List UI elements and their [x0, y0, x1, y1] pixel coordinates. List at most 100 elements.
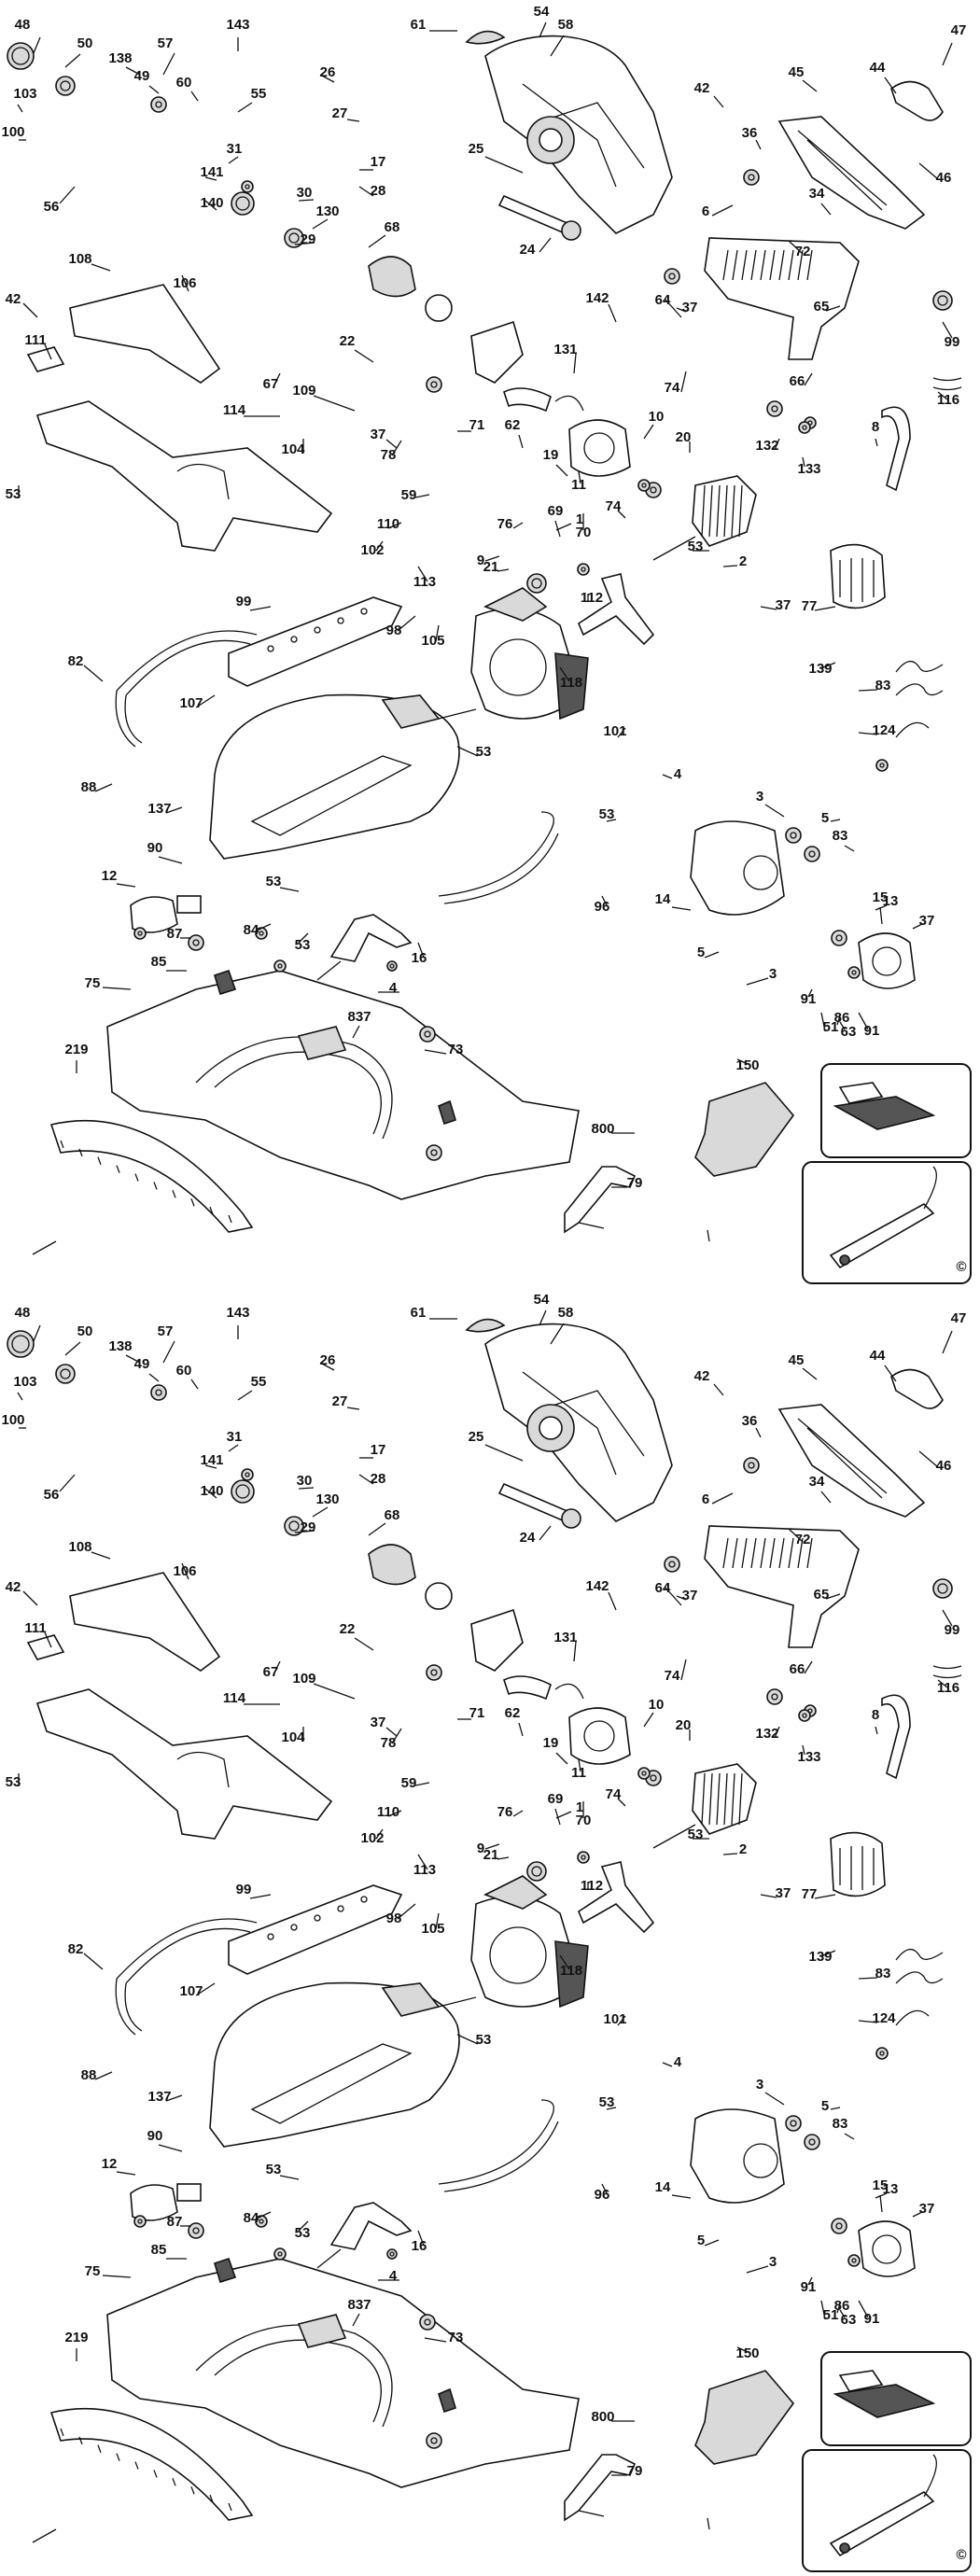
part-number-label: 837: [347, 1009, 371, 1025]
part-number-label: 78: [381, 447, 397, 463]
part-number-label: 31: [227, 141, 243, 157]
lock-lever-part: [578, 1861, 655, 1934]
part-number-label: 108: [68, 1539, 91, 1555]
part-number-label: 30: [297, 185, 313, 201]
part-number-label: 82: [68, 653, 84, 669]
part-number-label: 37: [919, 913, 935, 929]
part-number-label: 124: [872, 2010, 896, 2026]
part-number-label: 100: [1, 124, 24, 140]
bevel-scale-part: [49, 1119, 254, 1233]
part-number-label: 109: [292, 383, 315, 399]
part-number-label: 56: [44, 1487, 60, 1503]
part-number-label: 90: [147, 2128, 163, 2144]
part-number-label: 100: [1, 1412, 24, 1428]
part-number-label: 67: [263, 376, 279, 392]
kerf-plate-part: [228, 596, 403, 687]
part-number-label: 14: [655, 891, 671, 907]
guard-flap-part: [465, 30, 506, 45]
part-number-label: 29: [301, 1519, 316, 1535]
part-number-label: 19: [543, 447, 559, 463]
lock-lever-part: [578, 573, 655, 646]
part-number-label: 138: [108, 1338, 132, 1354]
brush-holder-part: [568, 419, 631, 477]
part-number-label: 45: [789, 1352, 805, 1368]
part-number-label: 98: [386, 1911, 402, 1926]
part-number-label: 137: [147, 2089, 171, 2105]
copyright-mark: ©: [956, 2547, 966, 2563]
part-number-label: 13: [883, 2181, 899, 2197]
part-number-label: 11: [571, 477, 586, 493]
part-number-label: 42: [6, 1579, 21, 1595]
part-number-label: 42: [6, 291, 21, 307]
part-number-label: 105: [421, 633, 444, 649]
part-number-label: 68: [385, 219, 400, 235]
part-number-label: 49: [134, 68, 150, 84]
part-number-label: 51: [823, 1019, 839, 1035]
part-number-label: 2: [739, 1841, 747, 1857]
part-number-label: 86: [834, 1010, 850, 1026]
dust-bag-part: [694, 1082, 795, 1177]
part-number-label: 85: [151, 2242, 167, 2258]
part-number-label: 15: [873, 889, 889, 905]
part-number-label: 24: [520, 1530, 536, 1546]
part-number-label: 143: [226, 17, 249, 33]
part-number-label: 49: [134, 1356, 150, 1372]
part-number-label: 22: [340, 333, 356, 349]
part-number-label: 103: [13, 1374, 36, 1390]
part-number-label: 96: [595, 2187, 610, 2203]
part-number-label: 113: [413, 1862, 436, 1878]
part-number-label: 3: [756, 2077, 763, 2093]
part-number-label: 36: [742, 1413, 758, 1429]
handle-grip-part: [890, 80, 944, 121]
part-number-label: 101: [603, 723, 626, 739]
part-number-label: 150: [735, 1057, 759, 1073]
part-number-label: 29: [301, 231, 316, 247]
part-number-label: 53: [295, 937, 311, 953]
part-number-label: 74: [606, 498, 622, 514]
part-number-label: 34: [809, 1474, 825, 1490]
field-coil-part: [830, 1831, 886, 1897]
part-number-label: 62: [505, 1705, 521, 1721]
part-number-label: 106: [173, 1563, 196, 1579]
part-number-label: 73: [448, 2330, 464, 2345]
part-number-label: 83: [833, 828, 848, 844]
motor-housing-part: [704, 237, 860, 360]
part-number-label: 130: [315, 203, 339, 219]
part-number-label: 71: [469, 417, 485, 433]
dust-chute-part: [470, 320, 524, 384]
accessory-box-800: [802, 2449, 972, 2572]
part-number-label: 110: [377, 516, 399, 532]
fence-part: [69, 1572, 221, 1672]
wrench-part: [564, 2454, 637, 2522]
part-number-label: 37: [776, 1885, 791, 1901]
part-number-label: 47: [951, 22, 967, 38]
part-number-label: 37: [682, 300, 698, 315]
part-number-label: 61: [411, 17, 427, 33]
part-number-label: 42: [694, 1368, 710, 1384]
part-number-label: 34: [809, 186, 825, 202]
part-number-label: 837: [347, 2297, 371, 2313]
part-number-label: 12: [102, 868, 118, 884]
part-number-label: 75: [85, 975, 101, 991]
gear-case-part: [690, 2108, 785, 2204]
part-number-label: 44: [870, 60, 886, 76]
part-number-label: 63: [841, 2312, 857, 2328]
part-number-label: 91: [864, 2311, 880, 2327]
part-number-label: 42: [694, 80, 710, 96]
dust-bag-part: [694, 2370, 795, 2465]
part-number-label: 8: [872, 419, 879, 435]
part-number-label: 53: [6, 1774, 21, 1790]
part-number-label: 86: [834, 2298, 850, 2314]
part-number-label: 3: [769, 966, 777, 982]
parts-artwork: [7, 1318, 972, 2572]
part-number-label: 20: [676, 1717, 692, 1733]
part-number-label: 137: [147, 801, 171, 817]
motor-mount-part: [368, 1544, 416, 1586]
part-number-label: 142: [585, 290, 609, 306]
brush-holder-part: [568, 1707, 631, 1765]
part-number-label: 143: [226, 1305, 249, 1321]
part-number-label: 61: [411, 1305, 427, 1321]
part-number-label: 11: [571, 1765, 586, 1781]
part-number-label: 111: [24, 332, 46, 348]
part-number-label: 30: [297, 1473, 313, 1489]
